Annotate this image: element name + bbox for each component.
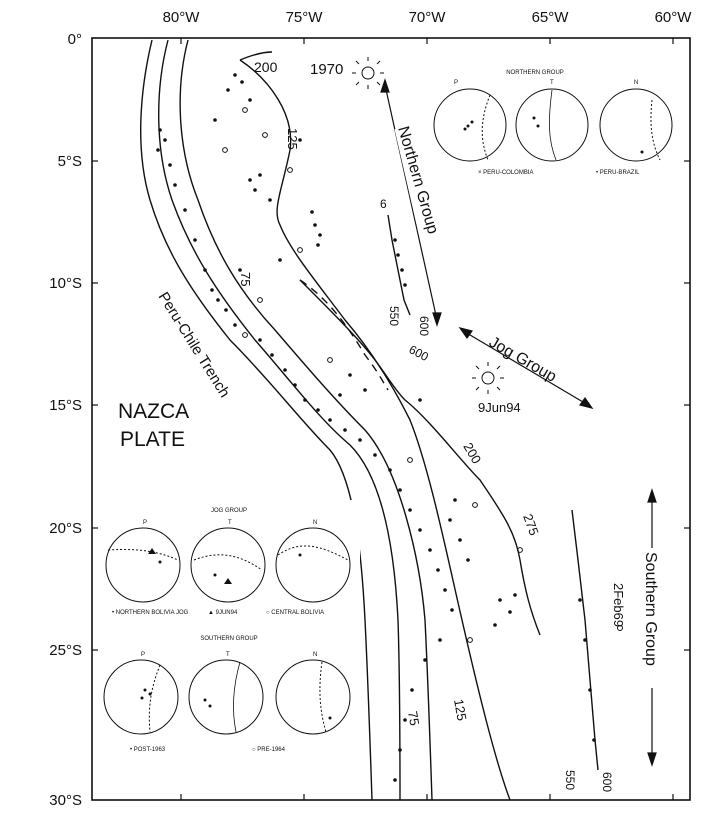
- event-1970-star-icon: [352, 57, 384, 89]
- inset-jog-group: JOG GROUP P T N • NORTHERN BOLIVIA JOG ▲…: [98, 500, 360, 620]
- earthquake-dots: [156, 73, 596, 782]
- map-frame: [91, 37, 691, 801]
- longitude-axis: [180, 38, 674, 800]
- event-1970-label: 1970: [310, 61, 343, 78]
- lon-tick-60w: 60°W: [655, 9, 693, 26]
- inset-southern-axis-p: P: [141, 652, 145, 658]
- plate-label-line1: NAZCA: [118, 400, 189, 423]
- southern-arrowhead-down: [647, 752, 657, 767]
- contour-200-north: [239, 51, 273, 61]
- depth-label-south-600: 600: [600, 772, 614, 792]
- inset-northern-legend-1: × PERU-COLOMBIA: [478, 170, 534, 176]
- trench-label: Peru-Chile Trench: [155, 289, 233, 401]
- inset-southern-group: SOUTHERN GROUP P T N • POST-1963 ○ PRE-1…: [98, 628, 360, 758]
- lon-tick-80w: 80°W: [163, 9, 201, 26]
- trench-line: [140, 39, 373, 801]
- inset-jog-legend-1: • NORTHERN BOLIVIA JOG: [112, 610, 189, 616]
- contour-label-275: 275: [520, 512, 542, 538]
- northern-group-arrow: [384, 84, 438, 321]
- deep-line-south: [571, 509, 599, 771]
- depth-label-north-600: 600: [417, 316, 431, 336]
- contour-200-east: [299, 279, 541, 636]
- northern-arrowhead-down: [432, 312, 442, 327]
- depth-label-north-6: 6: [380, 197, 387, 211]
- inset-jog-axis-n: N: [313, 520, 317, 526]
- northern-arrowhead-up: [380, 78, 390, 93]
- lat-tick-25s: 25°S: [49, 642, 82, 659]
- stereonet-jog-n: [275, 527, 351, 603]
- inset-jog-legend-3: ○ CENTRAL BOLIVIA: [266, 610, 324, 616]
- southern-group-label: Southern Group: [642, 552, 659, 666]
- inset-southern-legend-2: ○ PRE-1964: [252, 747, 286, 753]
- inset-northern-group: NORTHERN GROUP P T N × PERU-COLOMBIA • P…: [433, 70, 673, 176]
- contour-75-west: [158, 39, 401, 801]
- stereonet-jog-t: [190, 527, 266, 603]
- depth-label-jog-600: 600: [407, 342, 432, 364]
- inset-southern-title: SOUTHERN GROUP: [200, 636, 257, 642]
- stereonet-northern-t: [515, 88, 589, 162]
- earthquake-open-circles: [222, 107, 523, 643]
- stereonet-southern-p: [103, 659, 179, 735]
- contour-label-125-north: 125: [285, 128, 300, 150]
- lat-tick-10s: 10°S: [49, 275, 82, 292]
- stereonet-northern-p: [433, 88, 507, 162]
- southern-arrowhead-up: [647, 488, 657, 503]
- lon-tick-65w: 65°W: [532, 9, 570, 26]
- inset-southern-axis-t: T: [226, 652, 230, 658]
- inset-northern-axis-t: T: [550, 80, 554, 86]
- lat-tick-15s: 15°S: [49, 397, 82, 414]
- lat-tick-5s: 5°S: [58, 153, 82, 170]
- inset-jog-legend-2: ▲ 9JUN94: [208, 610, 238, 616]
- jog-group-arrow: [464, 331, 589, 406]
- contour-label-75-north: 75: [238, 272, 253, 286]
- plate-label-line2: PLATE: [120, 428, 185, 451]
- inset-jog-axis-p: P: [143, 520, 147, 526]
- deep-line-north: [387, 214, 411, 316]
- depth-label-south-550: 550: [563, 770, 577, 790]
- event-2feb69-label: 2Feb69: [611, 583, 626, 627]
- event-9jun94-label: 9Jun94: [478, 400, 521, 415]
- contour-label-75-south: 75: [405, 710, 422, 727]
- jog-arrowhead-down: [578, 396, 594, 409]
- lon-tick-75w: 75°W: [286, 9, 324, 26]
- inset-southern-legend-1: • POST-1963: [130, 747, 166, 753]
- depth-label-north-550: 550: [387, 306, 401, 326]
- contour-200-dash: [299, 279, 389, 391]
- inset-northern-axis-p: P: [454, 80, 458, 86]
- lon-tick-70w: 70°W: [409, 9, 447, 26]
- contour-label-200-north: 200: [254, 59, 278, 75]
- inset-northern-axis-n: N: [634, 80, 638, 86]
- event-9jun94-star-icon: [472, 362, 504, 394]
- inset-southern-axis-n: N: [313, 652, 317, 658]
- latitude-axis: [92, 160, 690, 651]
- contour-label-125-south: 125: [451, 698, 470, 722]
- lat-tick-20s: 20°S: [49, 520, 82, 537]
- inset-jog-title: JOG GROUP: [211, 508, 247, 514]
- contour-125-west: [179, 39, 433, 801]
- stereonet-southern-t: [188, 659, 264, 735]
- event-2feb69-marker: [617, 625, 623, 631]
- stereonet-northern-n: [599, 88, 673, 162]
- inset-northern-title: NORTHERN GROUP: [506, 70, 564, 76]
- inset-jog-axis-t: T: [228, 520, 232, 526]
- jog-arrowhead-up: [458, 327, 474, 340]
- stereonet-southern-n: [275, 659, 351, 735]
- contour-125-east: [239, 59, 511, 801]
- inset-northern-legend-2: • PERU-BRAZIL: [596, 170, 640, 176]
- lat-tick-30s: 30°S: [49, 792, 82, 809]
- lat-tick-0: 0°: [68, 31, 82, 48]
- stereonet-jog-p: [105, 527, 181, 603]
